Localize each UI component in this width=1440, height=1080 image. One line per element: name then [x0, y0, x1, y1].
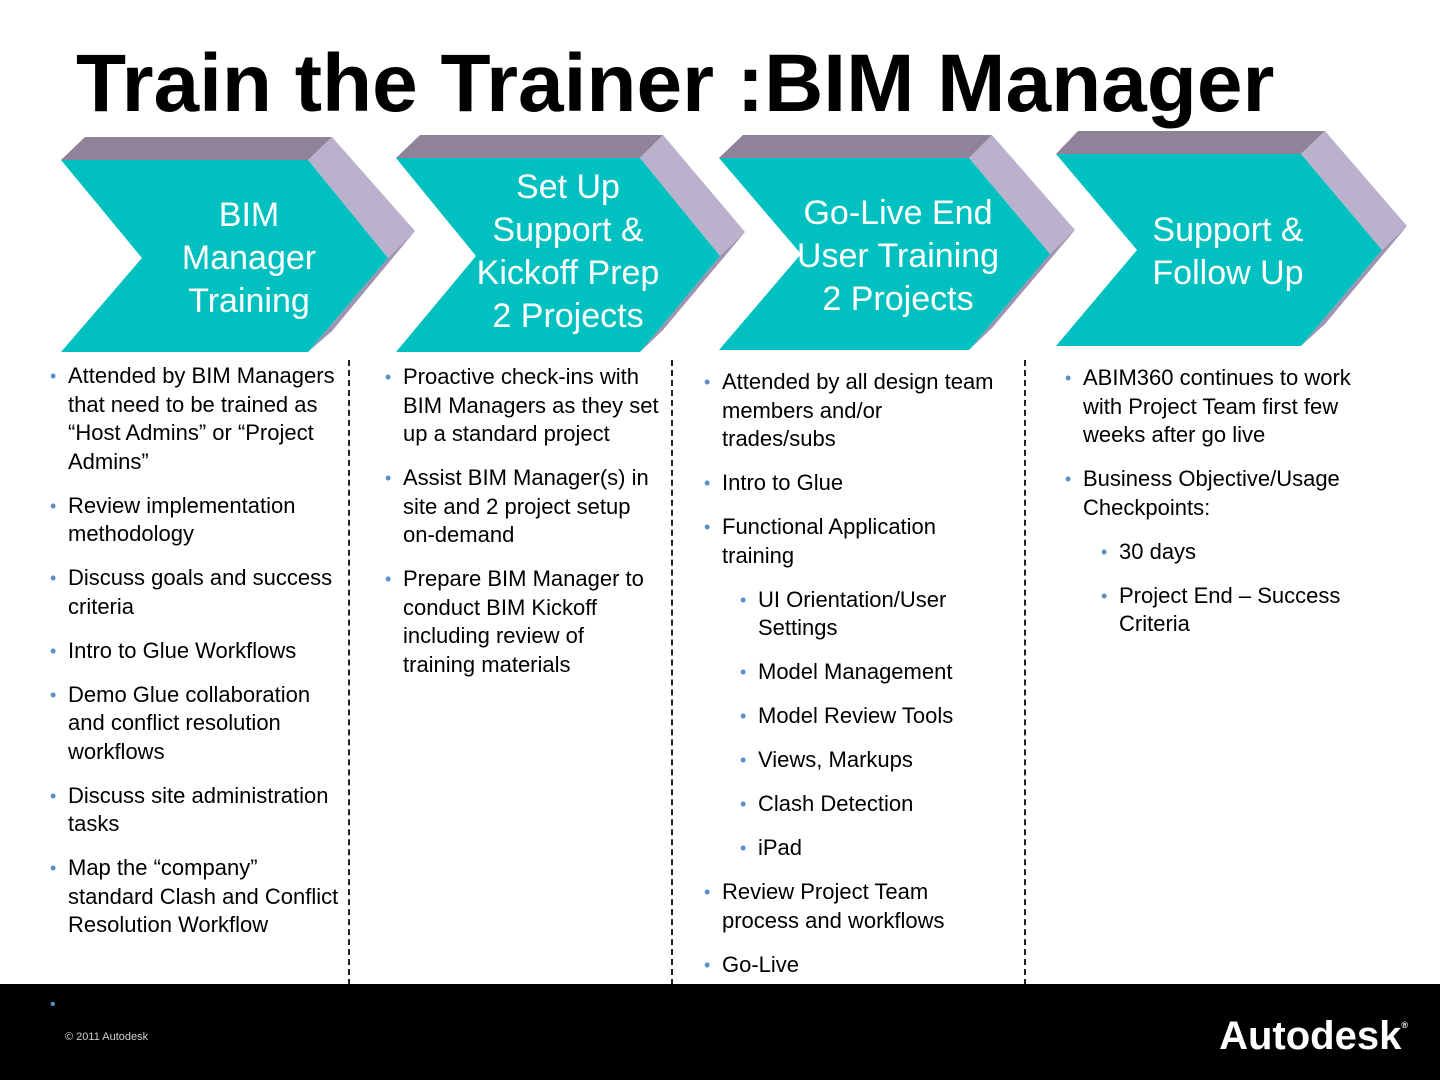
- bullet-item: Functional Application training: [704, 513, 994, 570]
- sub-bullet-item: 30 days: [1101, 538, 1355, 567]
- chevron-2-label: Set Up Support & Kickoff Prep 2 Projects: [476, 168, 660, 335]
- chevron-3-side-lower: [969, 230, 1075, 350]
- bullet-item: Discuss goals and success criteria: [50, 564, 340, 621]
- bullet-item: Assist BIM Manager(s) in site and 2 proj…: [385, 464, 660, 550]
- column-4-bullets: ABIM360 continues to work with Project T…: [1065, 364, 1355, 654]
- chevron-3-side: [969, 135, 1075, 254]
- bullet-item: Review Project Team process and workflow…: [704, 878, 994, 935]
- chevron-2-side-lower: [640, 232, 745, 352]
- sub-bullet-item: iPad: [740, 834, 994, 863]
- bullet-item: Business Objective/Usage Checkpoints:: [1065, 465, 1355, 522]
- bullet-item: Proactive check-ins with BIM Managers as…: [385, 363, 660, 449]
- column-2-bullets: Proactive check-ins with BIM Managers as…: [385, 363, 660, 695]
- column-3-bullets: Attended by all design team members and/…: [704, 368, 994, 995]
- sub-bullet-item: Views, Markups: [740, 746, 994, 775]
- chevron-4-label: Support & Follow Up: [1152, 211, 1304, 292]
- column-divider-1: [348, 360, 350, 985]
- chevron-1-side: [308, 137, 415, 258]
- chevron-4-side-lower: [1301, 226, 1407, 346]
- chevron-1-top: [61, 137, 332, 160]
- chevron-2-face: [396, 158, 720, 352]
- sub-bullet-item: Model Management: [740, 658, 994, 687]
- bullet-item: Map the “company” standard Clash and Con…: [50, 854, 340, 940]
- column-divider-2: [671, 360, 673, 985]
- chevron-3-label: Go-Live End User Training 2 Projects: [796, 193, 1000, 318]
- sub-bullet-item: Clash Detection: [740, 790, 994, 819]
- chevron-2-top: [396, 135, 663, 158]
- bullet-item: Prepare BIM Manager to conduct BIM Kicko…: [385, 565, 660, 679]
- bullet-item: Attended by all design team members and/…: [704, 368, 994, 454]
- chevron-4-face: [1056, 154, 1382, 346]
- slide-title: Train the Trainer :BIM Manager: [76, 38, 1275, 129]
- bullet-item: Discuss site administration tasks: [50, 782, 340, 839]
- chevron-4-top: [1056, 131, 1325, 154]
- chevron-4: [1056, 131, 1407, 346]
- bullet-item: Go-Live: [704, 951, 994, 980]
- autodesk-logo: Autodesk®: [1219, 1014, 1408, 1059]
- chevron-1: [61, 137, 415, 352]
- bullet-item: ABIM360 continues to work with Project T…: [1065, 364, 1355, 450]
- sub-bullet-item: Model Review Tools: [740, 702, 994, 731]
- copyright-text: © 2011 Autodesk: [65, 1031, 149, 1043]
- chevron-2-side: [640, 135, 745, 256]
- chevron-2: [396, 135, 745, 352]
- bullet-item: Intro to Glue: [704, 469, 994, 498]
- chevron-4-side: [1301, 131, 1407, 250]
- footer-bar: • © 2011 Autodesk Autodesk®: [0, 984, 1440, 1080]
- bullet-item: Intro to Glue Workflows: [50, 637, 340, 666]
- chevron-1-face: [61, 160, 388, 352]
- column-1-bullets: Attended by BIM Managers that need to be…: [50, 362, 340, 955]
- bullet-item: Demo Glue collaboration and conflict res…: [50, 681, 340, 767]
- bullet-item: Attended by BIM Managers that need to be…: [50, 362, 340, 476]
- chevron-1-label: BIM Manager Training: [181, 195, 317, 320]
- chevron-1-side-lower: [308, 231, 415, 352]
- process-chevrons: [61, 131, 1407, 352]
- registered-mark: ®: [1401, 1020, 1408, 1030]
- sub-bullet-item: Project End – Success Criteria: [1101, 582, 1355, 639]
- chevron-3: [719, 135, 1075, 350]
- footer-bullet: •: [50, 996, 56, 1013]
- chevron-3-face: [719, 158, 1050, 350]
- logo-text: Autodesk: [1219, 1014, 1402, 1058]
- sub-bullet-item: UI Orientation/User Settings: [740, 586, 994, 643]
- chevron-3-top: [719, 135, 992, 158]
- bullet-item: Review implementation methodology: [50, 492, 340, 549]
- column-divider-3: [1024, 360, 1026, 985]
